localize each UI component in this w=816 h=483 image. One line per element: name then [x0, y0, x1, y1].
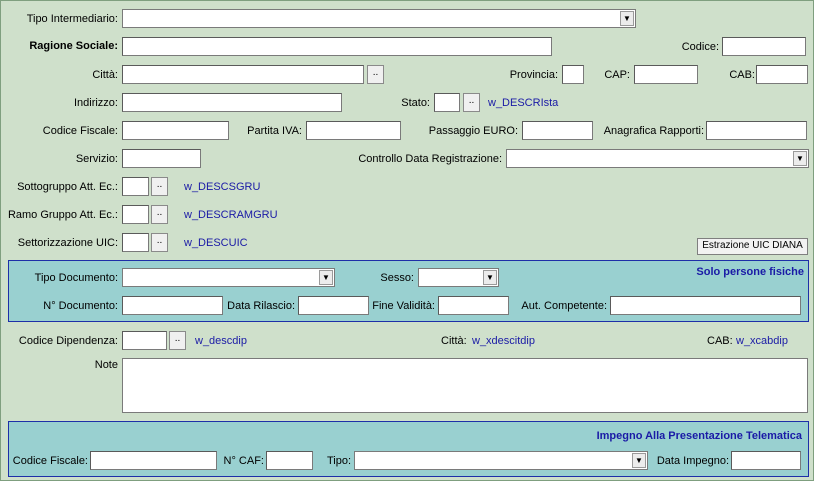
- data-impegno-input[interactable]: [731, 451, 801, 470]
- passaggio-euro-label: Passaggio EURO:: [428, 125, 518, 137]
- ragione-sociale-input[interactable]: [122, 37, 552, 56]
- ramo-gruppo-description: w_DESCRAMGRU: [184, 209, 278, 221]
- codice-dipendenza-input[interactable]: [122, 331, 167, 350]
- indirizzo-label: Indirizzo:: [73, 97, 118, 109]
- partita-iva-label: Partita IVA:: [247, 125, 302, 137]
- indirizzo-input[interactable]: [122, 93, 342, 112]
- dipendenza-citta-label: Città:: [441, 335, 467, 347]
- dipendenza-cab-label: CAB:: [707, 335, 733, 347]
- dipendenza-cab-description: w_xcabdip: [736, 335, 788, 347]
- ramo-gruppo-label: Ramo Gruppo Att. Ec.:: [7, 209, 118, 221]
- persone-fisiche-title: Solo persone fisiche: [696, 266, 804, 278]
- dropdown-arrow-icon[interactable]: ▼: [793, 151, 807, 166]
- impegno-panel: Impegno Alla Presentazione Telematica Co…: [8, 421, 809, 477]
- codice-fiscale-label: Codice Fiscale:: [42, 125, 118, 137]
- servizio-label: Servizio:: [75, 153, 118, 165]
- ramo-gruppo-lookup-button[interactable]: ..: [151, 205, 168, 224]
- dropdown-arrow-icon[interactable]: ▼: [632, 453, 646, 468]
- anagrafica-rapporti-label: Anagrafica Rapporti:: [603, 125, 704, 137]
- data-rilascio-input[interactable]: [298, 296, 369, 315]
- controllo-data-select[interactable]: ▼: [506, 149, 809, 168]
- ramo-gruppo-input[interactable]: [122, 205, 149, 224]
- sesso-label: Sesso:: [380, 272, 414, 284]
- settorizzazione-input[interactable]: [122, 233, 149, 252]
- data-impegno-label: Data Impegno:: [656, 455, 729, 467]
- servizio-input[interactable]: [122, 149, 201, 168]
- controllo-data-label: Controllo Data Registrazione:: [358, 153, 502, 165]
- cap-label: CAP:: [604, 69, 630, 81]
- impegno-tipo-label: Tipo:: [326, 455, 351, 467]
- note-label: Note: [94, 359, 118, 371]
- citta-input[interactable]: [122, 65, 364, 84]
- settorizzazione-description: w_DESCUIC: [184, 237, 248, 249]
- provincia-input[interactable]: [562, 65, 584, 84]
- settorizzazione-lookup-button[interactable]: ..: [151, 233, 168, 252]
- citta-label: Città:: [92, 69, 118, 81]
- impegno-codice-fiscale-input[interactable]: [90, 451, 217, 470]
- stato-lookup-button[interactable]: ..: [463, 93, 480, 112]
- cab-label: CAB:: [729, 69, 755, 81]
- n-caf-input[interactable]: [266, 451, 313, 470]
- codice-label: Codice:: [681, 41, 719, 53]
- codice-dipendenza-lookup-button[interactable]: ..: [169, 331, 186, 350]
- data-rilascio-label: Data Rilascio:: [227, 300, 295, 312]
- codice-input[interactable]: [722, 37, 806, 56]
- impegno-codice-fiscale-label: Codice Fiscale:: [12, 455, 88, 467]
- ragione-sociale-label: Ragione Sociale:: [29, 40, 118, 52]
- n-documento-input[interactable]: [122, 296, 223, 315]
- note-textarea[interactable]: [122, 358, 808, 413]
- estrazione-uic-diana-button[interactable]: Estrazione UIC DIANA: [697, 238, 808, 255]
- sottogruppo-description: w_DESCSGRU: [184, 181, 261, 193]
- codice-fiscale-input[interactable]: [122, 121, 229, 140]
- tipo-intermediario-select[interactable]: ▼: [122, 9, 636, 28]
- n-documento-label: N° Documento:: [43, 300, 118, 312]
- passaggio-euro-input[interactable]: [522, 121, 593, 140]
- dipendenza-description: w_descdip: [195, 335, 247, 347]
- fine-validita-input[interactable]: [438, 296, 509, 315]
- sesso-select[interactable]: ▼: [418, 268, 499, 287]
- partita-iva-input[interactable]: [306, 121, 401, 140]
- dropdown-arrow-icon[interactable]: ▼: [319, 270, 333, 285]
- sottogruppo-input[interactable]: [122, 177, 149, 196]
- n-caf-label: N° CAF:: [223, 455, 264, 467]
- impegno-title: Impegno Alla Presentazione Telematica: [596, 430, 802, 442]
- tipo-documento-label: Tipo Documento:: [34, 272, 118, 284]
- anagrafica-rapporti-input[interactable]: [706, 121, 807, 140]
- stato-input[interactable]: [434, 93, 460, 112]
- tipo-intermediario-label: Tipo Intermediario:: [26, 13, 118, 25]
- cap-input[interactable]: [634, 65, 698, 84]
- fine-validita-label: Fine Validità:: [372, 300, 435, 312]
- impegno-tipo-select[interactable]: ▼: [354, 451, 648, 470]
- stato-label: Stato:: [401, 97, 430, 109]
- dropdown-arrow-icon[interactable]: ▼: [483, 270, 497, 285]
- provincia-label: Provincia:: [509, 69, 558, 81]
- settorizzazione-label: Settorizzazione UIC:: [17, 237, 118, 249]
- aut-competente-label: Aut. Competente:: [521, 300, 607, 312]
- sottogruppo-lookup-button[interactable]: ..: [151, 177, 168, 196]
- stato-description: w_DESCRIsta: [488, 97, 559, 109]
- persone-fisiche-panel: Solo persone fisiche Tipo Documento: ▼ S…: [8, 260, 809, 322]
- sottogruppo-label: Sottogruppo Att. Ec.:: [17, 181, 118, 193]
- aut-competente-input[interactable]: [610, 296, 801, 315]
- cab-input[interactable]: [756, 65, 808, 84]
- codice-dipendenza-label: Codice Dipendenza:: [18, 335, 118, 347]
- citta-lookup-button[interactable]: ..: [367, 65, 384, 84]
- dropdown-arrow-icon[interactable]: ▼: [620, 11, 634, 26]
- dipendenza-citta-description: w_xdescitdip: [472, 335, 535, 347]
- tipo-documento-select[interactable]: ▼: [122, 268, 335, 287]
